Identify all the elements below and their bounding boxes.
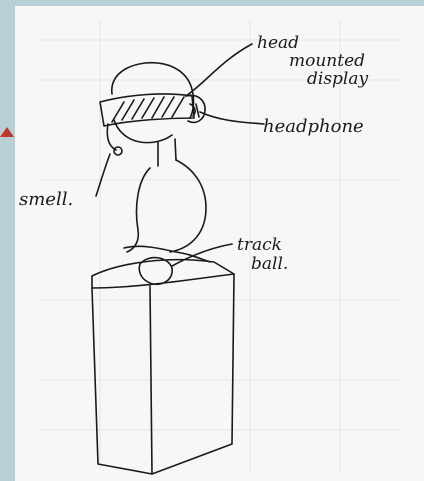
smell-nozzle bbox=[114, 147, 122, 155]
page-marker-icon[interactable] bbox=[0, 127, 14, 137]
label-track: track bbox=[237, 236, 288, 255]
pedestal-body bbox=[92, 274, 234, 474]
torso bbox=[127, 160, 206, 252]
pedestal-top bbox=[92, 260, 234, 288]
label-head: head bbox=[257, 34, 368, 52]
label-head-mounted-display: head mounted display bbox=[257, 34, 368, 88]
label-mounted: mounted bbox=[257, 52, 368, 70]
sketch-paper: head mounted display headphone smell. tr… bbox=[15, 6, 424, 481]
label-trackball: track ball. bbox=[237, 236, 288, 274]
smell-mic-arm bbox=[107, 124, 116, 150]
label-display: display bbox=[257, 70, 368, 88]
label-headphone: headphone bbox=[263, 118, 364, 136]
hmd-leader bbox=[186, 44, 252, 96]
neck bbox=[158, 139, 176, 166]
smell-leader bbox=[96, 154, 110, 196]
headphone-leader bbox=[200, 112, 264, 124]
label-smell: smell. bbox=[19, 191, 73, 209]
label-ball: ball. bbox=[237, 255, 288, 274]
trackball-leader bbox=[172, 244, 232, 266]
